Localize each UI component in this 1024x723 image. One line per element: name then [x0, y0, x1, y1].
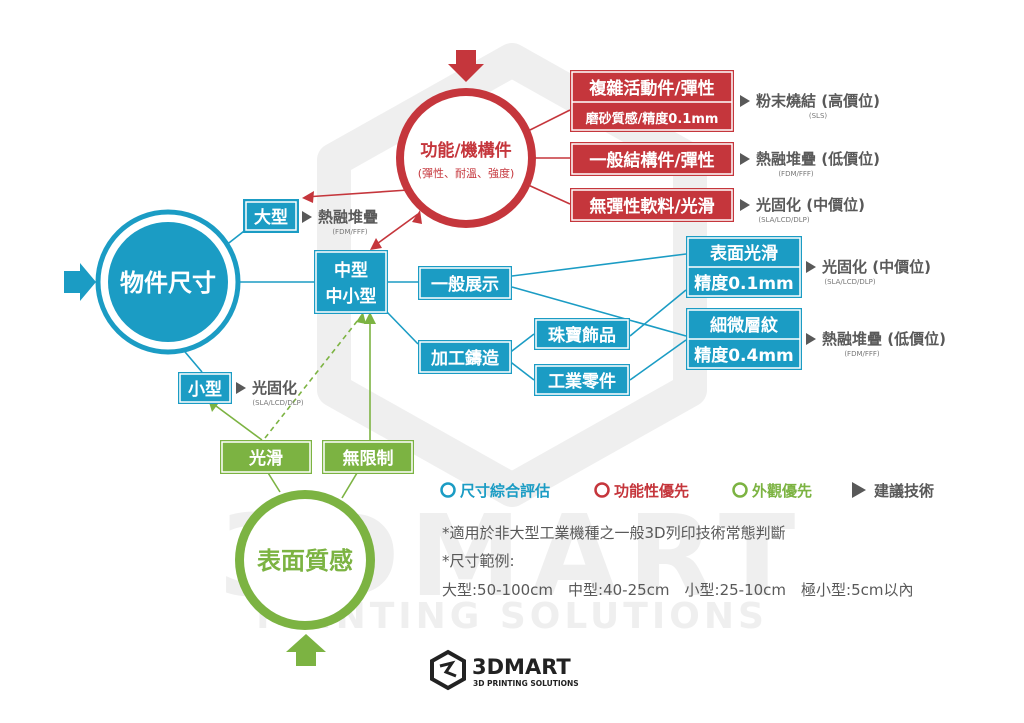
jewelry-label: 珠寶飾品: [548, 325, 616, 346]
tech-photo-small-name: 光固化: [251, 379, 297, 397]
legend-item-function: 功能性優先: [594, 482, 689, 500]
logo-sub: 3D PRINTING SOLUTIONS: [473, 679, 579, 688]
arrow-up-icon: [286, 634, 326, 666]
legend-item-appearance: 外觀優先: [732, 482, 812, 500]
triangle-right-icon: [236, 382, 246, 394]
tech-photo-small-abbr: (SLA/LCD/DLP): [252, 399, 303, 407]
tech-fdm-func: 熱融堆疊 (低價位) (FDM/FFF): [740, 150, 880, 178]
triangle-right-icon: [806, 333, 816, 345]
triangle-right-icon: [806, 261, 816, 273]
unlimited-label: 無限制: [343, 448, 394, 469]
surface-hub: 表面質感: [235, 490, 375, 630]
note-size-heading: *尺寸範例:: [442, 552, 515, 570]
jewelry-box: 珠寶飾品: [534, 318, 630, 350]
surface-hub-label: 表面質感: [257, 547, 353, 575]
tech-fdm-large-name: 熱融堆疊: [318, 208, 378, 226]
legend-item-size: 尺寸綜合評估: [440, 482, 550, 500]
smooth-box: 光滑: [220, 440, 312, 474]
logo-mark-icon: [439, 660, 457, 678]
legend-label-appearance: 外觀優先: [751, 482, 812, 500]
connectors: [179, 109, 687, 499]
size-hub-label: 物件尺寸: [120, 269, 216, 297]
complex-parts-box: 複雜活動件/彈性 磨砂質感/精度0.1mm: [570, 70, 734, 132]
large-box: 大型: [243, 199, 299, 233]
medium-box: 中型 中小型: [314, 250, 388, 314]
triangle-right-icon: [740, 95, 750, 107]
circle-green-icon: [732, 482, 748, 498]
soft-material-box: 無彈性軟料/光滑: [570, 188, 734, 222]
tech-photo-smooth: 光固化 (中價位) (SLA/LCD/DLP): [806, 258, 931, 286]
tech-photo-smooth-name: 光固化 (中價位): [821, 258, 931, 276]
circle-blue-icon: [440, 482, 456, 498]
legend-item-tech: 建議技術: [852, 482, 934, 500]
large-label: 大型: [254, 207, 288, 228]
legend: 尺寸綜合評估 功能性優先 外觀優先 建議技術: [440, 482, 934, 500]
tech-fdm-large-abbr: (FDM/FFF): [332, 228, 368, 236]
triangle-right-icon: [852, 482, 866, 498]
tech-photo-small: 光固化 (SLA/LCD/DLP): [236, 379, 304, 407]
tech-sls-name: 粉末燒結 (高價位): [756, 92, 880, 110]
display-box: 一般展示: [418, 266, 512, 300]
arrow-down-icon: [448, 50, 484, 82]
tech-photo-smooth-abbr: (SLA/LCD/DLP): [824, 278, 875, 286]
brand-logo: 3DMART 3D PRINTING SOLUTIONS: [430, 649, 579, 691]
smooth-result-precision: 精度0.1mm: [694, 273, 794, 294]
tech-photo-func: 光固化 (中價位) (SLA/LCD/DLP): [740, 196, 865, 224]
complex-parts-title: 複雜活動件/彈性: [588, 78, 714, 99]
layered-result-precision: 精度0.4mm: [694, 345, 794, 366]
logo-brand: 3DMART: [472, 655, 571, 679]
tech-photo-func-name: 光固化 (中價位): [755, 196, 865, 214]
display-label: 一般展示: [431, 274, 499, 295]
legend-label-tech: 建議技術: [874, 482, 934, 500]
notes: *適用於非大型工業機種之一般3D列印技術常態判斷 *尺寸範例: 大型:50-10…: [442, 524, 914, 599]
tech-fdm-layered-abbr: (FDM/FFF): [844, 350, 880, 358]
circle-red-icon: [594, 482, 610, 498]
casting-label: 加工鑄造: [430, 348, 500, 369]
note-size-examples: 大型:50-100cm 中型:40-25cm 小型:25-10cm 極小型:5c…: [442, 581, 914, 599]
size-hub: 物件尺寸: [95, 209, 241, 355]
triangle-right-icon: [302, 211, 312, 223]
medium-small-label: 中小型: [326, 286, 377, 307]
tech-sls: 粉末燒結 (高價位) (SLS): [740, 92, 880, 120]
tech-sls-abbr: (SLS): [809, 112, 828, 120]
arrow-right-icon: [64, 263, 96, 301]
function-hub-subtitle: (彈性、耐溫、強度): [418, 166, 515, 180]
general-structure-box: 一般結構件/彈性: [570, 142, 734, 176]
triangle-right-icon: [740, 199, 750, 211]
small-label: 小型: [188, 379, 222, 400]
logo-hexagon-icon: [430, 649, 466, 691]
note-applicability: *適用於非大型工業機種之一般3D列印技術常態判斷: [442, 524, 786, 542]
smooth-label: 光滑: [248, 448, 283, 469]
small-box: 小型: [178, 372, 232, 404]
tech-photo-func-abbr: (SLA/LCD/DLP): [758, 216, 809, 224]
smooth-result-title: 表面光滑: [710, 243, 778, 264]
unlimited-box: 無限制: [322, 440, 414, 474]
industrial-box: 工業零件: [534, 364, 630, 396]
tech-fdm-func-abbr: (FDM/FFF): [778, 170, 814, 178]
layered-result-box: 細微層紋 精度0.4mm: [686, 308, 802, 370]
function-hub: 功能/機構件 (彈性、耐溫、強度): [396, 88, 536, 228]
medium-label: 中型: [334, 260, 368, 281]
casting-box: 加工鑄造: [418, 340, 512, 374]
complex-parts-sub: 磨砂質感/精度0.1mm: [586, 111, 719, 127]
industrial-label: 工業零件: [548, 371, 616, 392]
tech-fdm-layered: 熱融堆疊 (低價位) (FDM/FFF): [806, 330, 946, 358]
function-hub-title: 功能/機構件: [420, 140, 511, 161]
legend-label-size: 尺寸綜合評估: [460, 482, 550, 500]
general-structure-label: 一般結構件/彈性: [589, 150, 714, 171]
tech-fdm-large: 熱融堆疊 (FDM/FFF): [302, 208, 378, 236]
tech-fdm-func-name: 熱融堆疊 (低價位): [756, 150, 880, 168]
tech-fdm-layered-name: 熱融堆疊 (低價位): [822, 330, 946, 348]
soft-material-label: 無彈性軟料/光滑: [589, 196, 714, 217]
legend-label-function: 功能性優先: [614, 482, 689, 500]
triangle-right-icon: [740, 153, 750, 165]
smooth-result-box: 表面光滑 精度0.1mm: [686, 236, 802, 298]
layered-result-title: 細微層紋: [710, 315, 778, 336]
